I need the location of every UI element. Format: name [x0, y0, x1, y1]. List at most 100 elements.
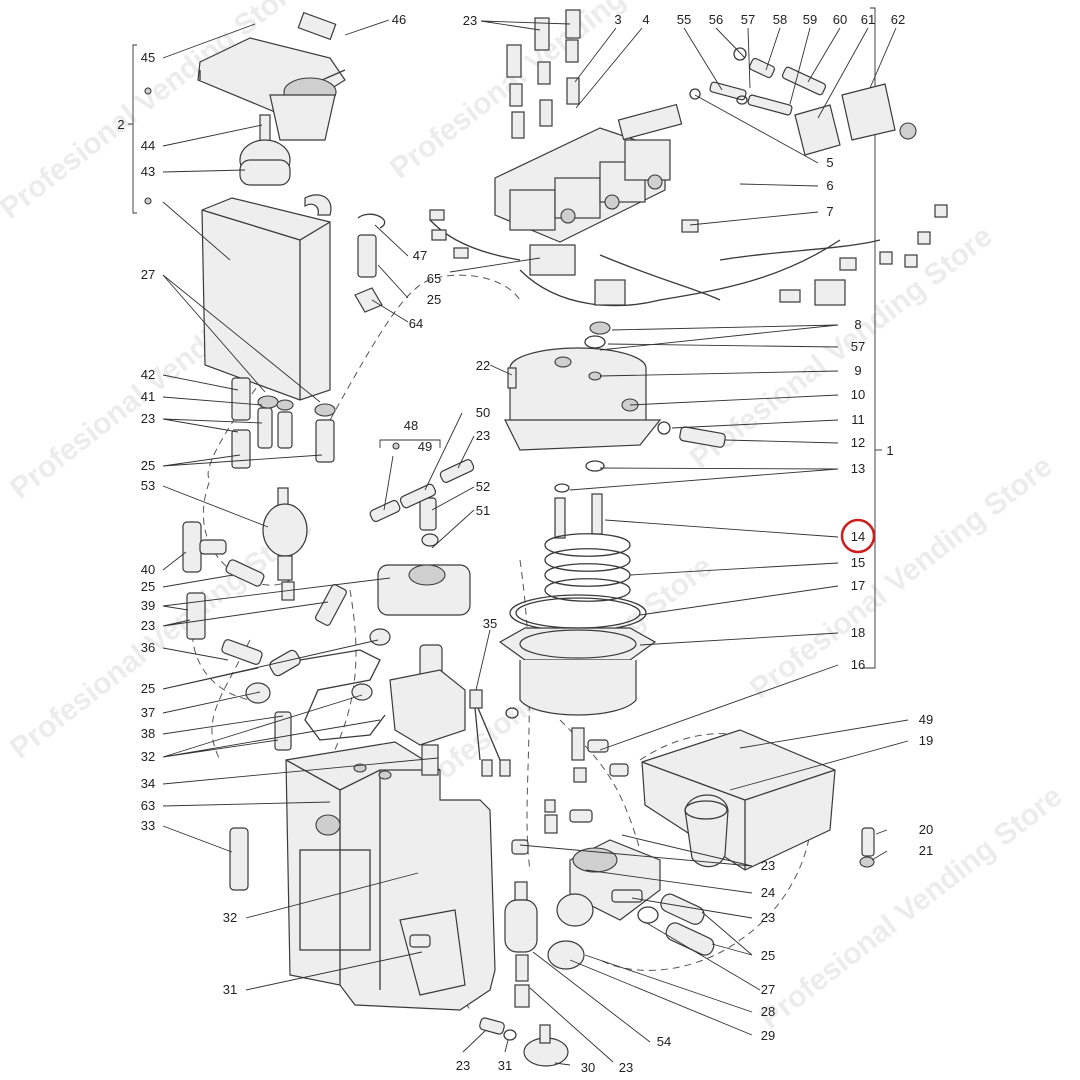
- callout-15: 15: [851, 555, 865, 570]
- callout-58: 58: [773, 12, 787, 27]
- callout-48: 48: [404, 418, 418, 433]
- callout-34: 34: [141, 776, 155, 791]
- callout-13: 13: [851, 461, 865, 476]
- callout-23: 23: [463, 13, 477, 28]
- callout-41: 41: [141, 389, 155, 404]
- water-tank: [144, 194, 332, 401]
- callout-30: 30: [581, 1060, 595, 1075]
- callout-6: 6: [826, 178, 833, 193]
- callout-38: 38: [141, 726, 155, 741]
- callout-36: 36: [141, 640, 155, 655]
- callout-25: 25: [427, 292, 441, 307]
- bracket-48: [379, 439, 441, 448]
- callout-59: 59: [803, 12, 817, 27]
- pressure-reducer: [377, 497, 471, 616]
- callout-46: 46: [392, 12, 406, 27]
- boiler-cover: [504, 321, 726, 493]
- callout-4: 4: [642, 12, 649, 27]
- solenoid-coils-right: [689, 47, 917, 156]
- callout-9: 9: [854, 363, 861, 378]
- callout-23: 23: [761, 910, 775, 925]
- callout-57: 57: [851, 339, 865, 354]
- pump-bracket-frame: [285, 741, 496, 1011]
- callout-35: 35: [483, 616, 497, 631]
- watermark: Profesional Vending Store: [0, 0, 309, 226]
- watermark: Profesional Vending Store: [744, 450, 1059, 706]
- callout-43: 43: [141, 164, 155, 179]
- callout-39: 39: [141, 598, 155, 613]
- callout-25: 25: [761, 948, 775, 963]
- callout-17: 17: [851, 578, 865, 593]
- heating-element: [544, 493, 631, 602]
- callout-25: 25: [141, 579, 155, 594]
- callout-63: 63: [141, 798, 155, 813]
- callout-40: 40: [141, 562, 155, 577]
- callout-31: 31: [223, 982, 237, 997]
- callout-14: 14: [851, 529, 865, 544]
- callout-27: 27: [141, 267, 155, 282]
- callout-37: 37: [141, 705, 155, 720]
- callout-52: 52: [476, 479, 490, 494]
- wiring-harness: [429, 204, 948, 307]
- leader-lines: [162, 19, 909, 1066]
- callout-23: 23: [476, 428, 490, 443]
- callout-16: 16: [851, 657, 865, 672]
- callout-57: 57: [741, 12, 755, 27]
- callout-54: 54: [657, 1034, 671, 1049]
- callout-28: 28: [761, 1004, 775, 1019]
- hose-fittings-left: [231, 377, 336, 469]
- check-valve-assembly: [245, 649, 386, 751]
- callout-23: 23: [619, 1060, 633, 1075]
- callout-19: 19: [919, 733, 933, 748]
- callout-1: 1: [886, 443, 893, 458]
- highlight-ring-callout-14: [840, 518, 876, 554]
- callout-21: 21: [919, 843, 933, 858]
- callout-45: 45: [141, 50, 155, 65]
- boiler-body: [498, 627, 657, 719]
- callout-11: 11: [851, 412, 865, 427]
- tube-connectors-center: [315, 213, 475, 626]
- callout-23: 23: [141, 411, 155, 426]
- vibration-pump: [351, 628, 466, 776]
- callout-60: 60: [833, 12, 847, 27]
- callout-50: 50: [476, 405, 490, 420]
- callout-23: 23: [456, 1058, 470, 1073]
- callout-51: 51: [476, 503, 490, 518]
- callout-2: 2: [117, 117, 124, 132]
- outlet-valves: [511, 727, 629, 855]
- callout-7: 7: [826, 204, 833, 219]
- float-sensor: [144, 87, 291, 186]
- callout-31: 31: [498, 1058, 512, 1073]
- callout-49: 49: [919, 712, 933, 727]
- flowmeter-lower: [479, 881, 569, 1067]
- callout-22: 22: [476, 358, 490, 373]
- callout-64: 64: [409, 316, 423, 331]
- callout-44: 44: [141, 138, 155, 153]
- mixer-unit: [547, 839, 715, 970]
- callout-53: 53: [141, 478, 155, 493]
- callout-33: 33: [141, 818, 155, 833]
- callout-10: 10: [851, 387, 865, 402]
- callout-49: 49: [418, 439, 432, 454]
- callout-62: 62: [891, 12, 905, 27]
- boiler-bracket: [641, 729, 875, 871]
- callout-23: 23: [761, 858, 775, 873]
- callout-25: 25: [141, 681, 155, 696]
- callout-27: 27: [761, 982, 775, 997]
- watermarks: Profesional Vending Store Profesional Ve…: [0, 0, 1069, 1036]
- callout-23: 23: [141, 618, 155, 633]
- callout-65: 65: [427, 271, 441, 286]
- tee-connector: [182, 521, 265, 665]
- flow-meter: [262, 487, 308, 601]
- assembly-brackets: [128, 7, 882, 669]
- side-tubes: [229, 827, 431, 948]
- callout-labels: 46 45 2 44 43 27 42 41 23 25 53 40 25 39…: [117, 12, 933, 1075]
- callout-42: 42: [141, 367, 155, 382]
- water-tank-lid: [197, 11, 346, 141]
- callout-55: 55: [677, 12, 691, 27]
- callout-5: 5: [826, 155, 833, 170]
- callout-61: 61: [861, 12, 875, 27]
- callout-20: 20: [919, 822, 933, 837]
- callout-32: 32: [141, 749, 155, 764]
